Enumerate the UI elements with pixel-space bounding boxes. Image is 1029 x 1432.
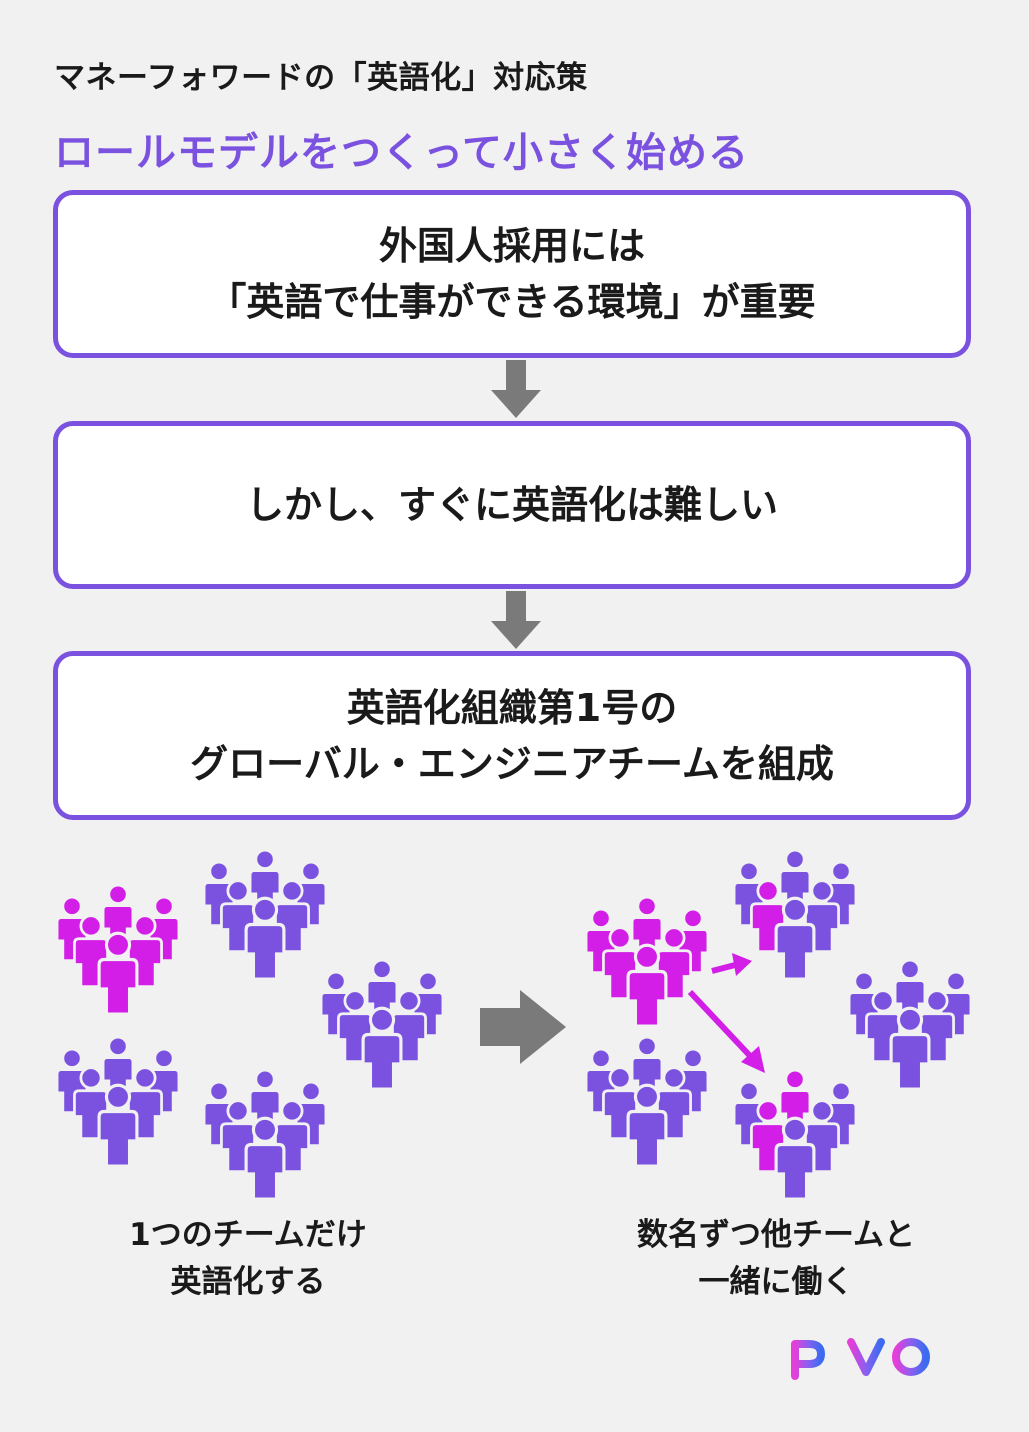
pivot-logo — [791, 1338, 977, 1380]
highlight-team-icon — [57, 885, 179, 1014]
step-1-line-2: 「英語で仕事ができる環境」が重要 — [208, 280, 816, 324]
caption-left-line-2: 英語化する — [170, 1264, 326, 1300]
connector-arrow-icon — [687, 953, 765, 1073]
right-arrow-icon — [480, 990, 566, 1064]
mixed-team-icon — [733, 1069, 857, 1199]
team-icon — [204, 1070, 326, 1199]
team-icon — [204, 850, 326, 979]
step-3-line-2: グローバル・エンジニアチームを組成 — [190, 741, 834, 786]
caption-right: 数名ずつ他チームと 一緒に働く — [596, 1212, 956, 1306]
team-icon — [321, 960, 443, 1089]
team-icon — [57, 1037, 179, 1166]
step-box-2: しかし、すぐに英語化は難しい — [53, 421, 971, 589]
subtitle: マネーフォワードの「英語化」対応策 — [54, 60, 588, 96]
team-icon — [586, 1037, 708, 1166]
down-arrow-icon — [491, 360, 541, 418]
step-3-line-1: 英語化組織第1号の — [346, 685, 678, 730]
down-arrow-icon — [491, 591, 541, 649]
caption-left: 1つのチームだけ 英語化する — [68, 1212, 428, 1306]
step-1-line-1: 外国人採用には — [378, 224, 645, 268]
step-box-1: 外国人採用には 「英語で仕事ができる環境」が重要 — [53, 190, 971, 358]
highlight-team-icon — [586, 897, 708, 1026]
step-2-line-1: しかし、すぐに英語化は難しい — [245, 483, 778, 527]
caption-right-line-1: 数名ずつ他チームと — [636, 1217, 916, 1253]
caption-right-line-2: 一緒に働く — [698, 1264, 854, 1300]
page-title: ロールモデルをつくって小さく始める — [54, 130, 749, 176]
mixed-team-icon — [734, 850, 856, 979]
team-icon — [849, 960, 971, 1089]
caption-left-line-1: 1つのチームだけ — [129, 1217, 367, 1253]
step-box-3: 英語化組織第1号の グローバル・エンジニアチームを組成 — [53, 651, 971, 820]
